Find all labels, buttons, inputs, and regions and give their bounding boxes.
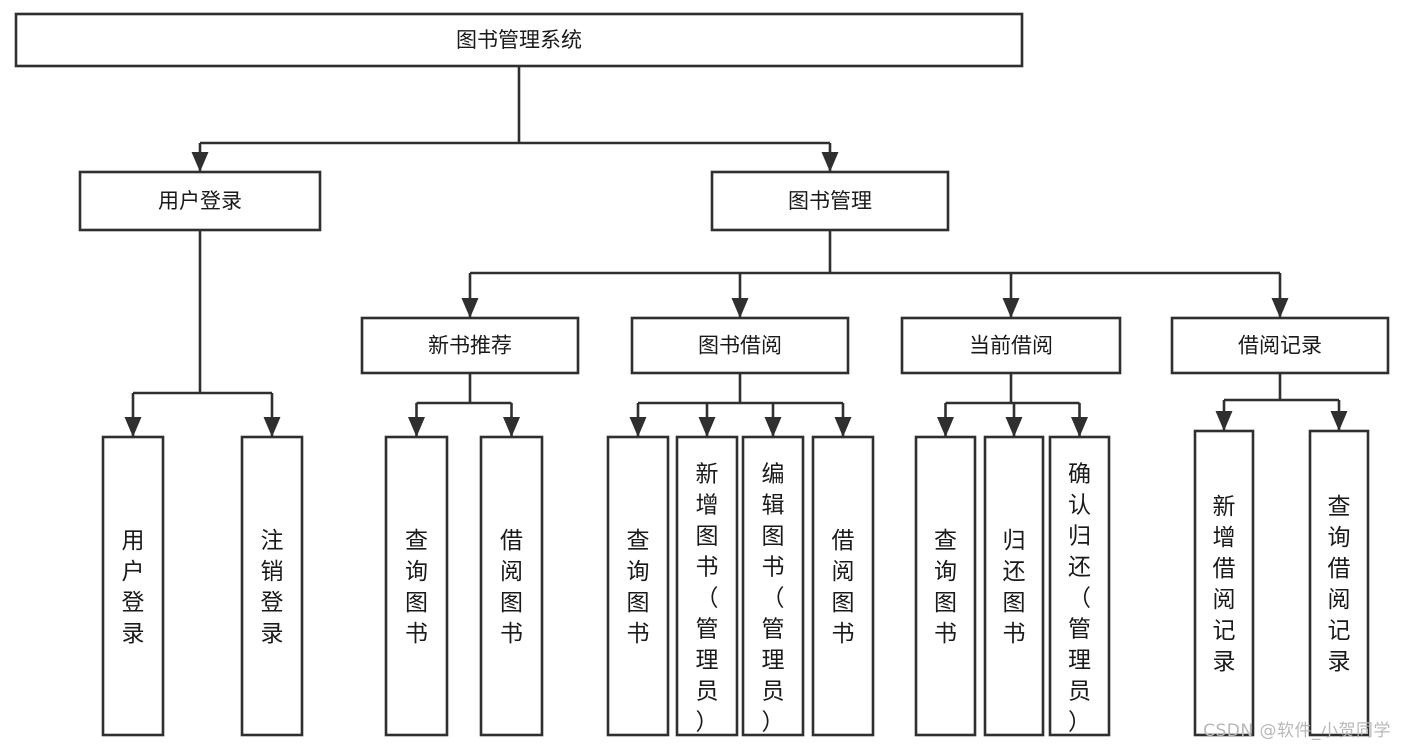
arrowhead-icon	[629, 417, 647, 437]
node-leaf-add-book-admin[interactable]: 新增图书（管理员）	[675, 435, 739, 737]
node-book-management[interactable]: 图书管理	[710, 170, 950, 232]
node-rect	[360, 316, 580, 375]
node-rect	[606, 435, 670, 737]
node-rect	[900, 316, 1122, 375]
node-label: 图书管理	[788, 189, 872, 213]
node-book-borrow[interactable]: 图书借阅	[630, 316, 850, 375]
node-leaf-add-borrow-record[interactable]: 新增借阅记录	[1193, 429, 1255, 737]
arrowhead-icon	[408, 417, 425, 437]
node-user-login[interactable]: 用户登录	[78, 170, 322, 232]
node-root[interactable]: 图书管理系统	[14, 12, 1024, 68]
node-label-vertical: 归还图书	[1003, 528, 1026, 647]
arrowhead-icon	[503, 417, 520, 437]
node-current-borrow[interactable]: 当前借阅	[900, 316, 1122, 375]
arrowhead-icon	[461, 298, 479, 318]
node-label-vertical: 查询图书	[934, 528, 957, 647]
node-rect	[675, 435, 739, 737]
arrowhead-icon	[263, 417, 281, 437]
arrowhead-icon	[1005, 417, 1023, 437]
node-label: 当前借阅	[969, 334, 1053, 358]
node-label: 图书管理系统	[456, 28, 582, 52]
arrowhead-icon	[1330, 411, 1348, 431]
node-borrow-record[interactable]: 借阅记录	[1170, 316, 1390, 375]
node-rect	[14, 12, 1024, 68]
node-layer: 图书管理系统用户登录图书管理新书推荐图书借阅当前借阅借阅记录用户登录注销登录查询…	[14, 12, 1390, 737]
node-label-vertical: 借阅图书	[500, 528, 523, 647]
node-leaf-borrow-book[interactable]: 借阅图书	[811, 435, 875, 737]
node-label-vertical: 查询借阅记录	[1328, 494, 1351, 675]
arrowhead-icon	[1002, 298, 1020, 318]
node-leaf-logout-login[interactable]: 注销登录	[240, 435, 304, 737]
node-rect	[1308, 429, 1370, 737]
node-label-vertical: 查询图书	[405, 528, 428, 647]
node-rect	[811, 435, 875, 737]
node-leaf-confirm-return-admin[interactable]: 确认归还（管理员）	[1048, 435, 1111, 737]
arrowhead-icon	[124, 417, 142, 437]
node-leaf-edit-book-admin[interactable]: 编辑图书（管理员）	[741, 435, 805, 737]
arrowhead-icon	[731, 298, 749, 318]
node-leaf-query-borrow-record[interactable]: 查询借阅记录	[1308, 429, 1370, 737]
node-rect	[914, 435, 977, 737]
node-leaf-query-book-current[interactable]: 查询图书	[914, 435, 977, 737]
node-label-vertical: 查询图书	[627, 528, 650, 647]
node-rect	[78, 170, 322, 232]
node-rect	[240, 435, 304, 737]
node-label: 用户登录	[158, 189, 242, 213]
node-label: 图书借阅	[698, 334, 782, 358]
node-rect	[983, 435, 1045, 737]
node-rect	[1048, 435, 1111, 737]
node-leaf-borrow-book-recommend[interactable]: 借阅图书	[479, 435, 544, 737]
arrowhead-icon	[191, 152, 209, 172]
node-new-book-recommend[interactable]: 新书推荐	[360, 316, 580, 375]
node-label-vertical: 确认归还（管理员）	[1068, 461, 1091, 735]
node-label-vertical: 借阅图书	[832, 528, 855, 647]
arrowhead-icon	[698, 417, 716, 437]
node-label-vertical: 编辑图书（管理员）	[762, 461, 785, 735]
arrowhead-icon	[764, 417, 782, 437]
arrowhead-icon	[1215, 411, 1233, 431]
node-label-vertical: 新增借阅记录	[1213, 494, 1236, 675]
node-rect	[1193, 429, 1255, 737]
node-label: 借阅记录	[1238, 334, 1322, 358]
node-leaf-return-book[interactable]: 归还图书	[983, 435, 1045, 737]
arrowhead-icon	[821, 152, 839, 172]
node-rect	[710, 170, 950, 232]
node-leaf-query-book-recommend[interactable]: 查询图书	[384, 435, 449, 737]
node-label: 新书推荐	[428, 334, 512, 358]
node-leaf-user-login[interactable]: 用户登录	[101, 435, 165, 737]
node-rect	[1170, 316, 1390, 375]
arrowhead-icon	[1071, 417, 1088, 437]
arrowhead-icon	[1271, 298, 1289, 318]
arrowhead-icon	[937, 417, 954, 437]
node-rect	[479, 435, 544, 737]
node-rect	[630, 316, 850, 375]
connector-layer	[124, 66, 1348, 437]
arrowhead-icon	[834, 417, 852, 437]
node-leaf-query-book-borrow[interactable]: 查询图书	[606, 435, 670, 737]
csdn-watermark: CSDN @软件_小贺同学	[1203, 721, 1391, 741]
node-label-vertical: 新增图书（管理员）	[696, 461, 719, 735]
node-rect	[101, 435, 165, 737]
node-rect	[384, 435, 449, 737]
node-label-vertical: 注销登录	[261, 528, 284, 647]
node-rect	[741, 435, 805, 737]
node-label-vertical: 用户登录	[122, 528, 145, 647]
